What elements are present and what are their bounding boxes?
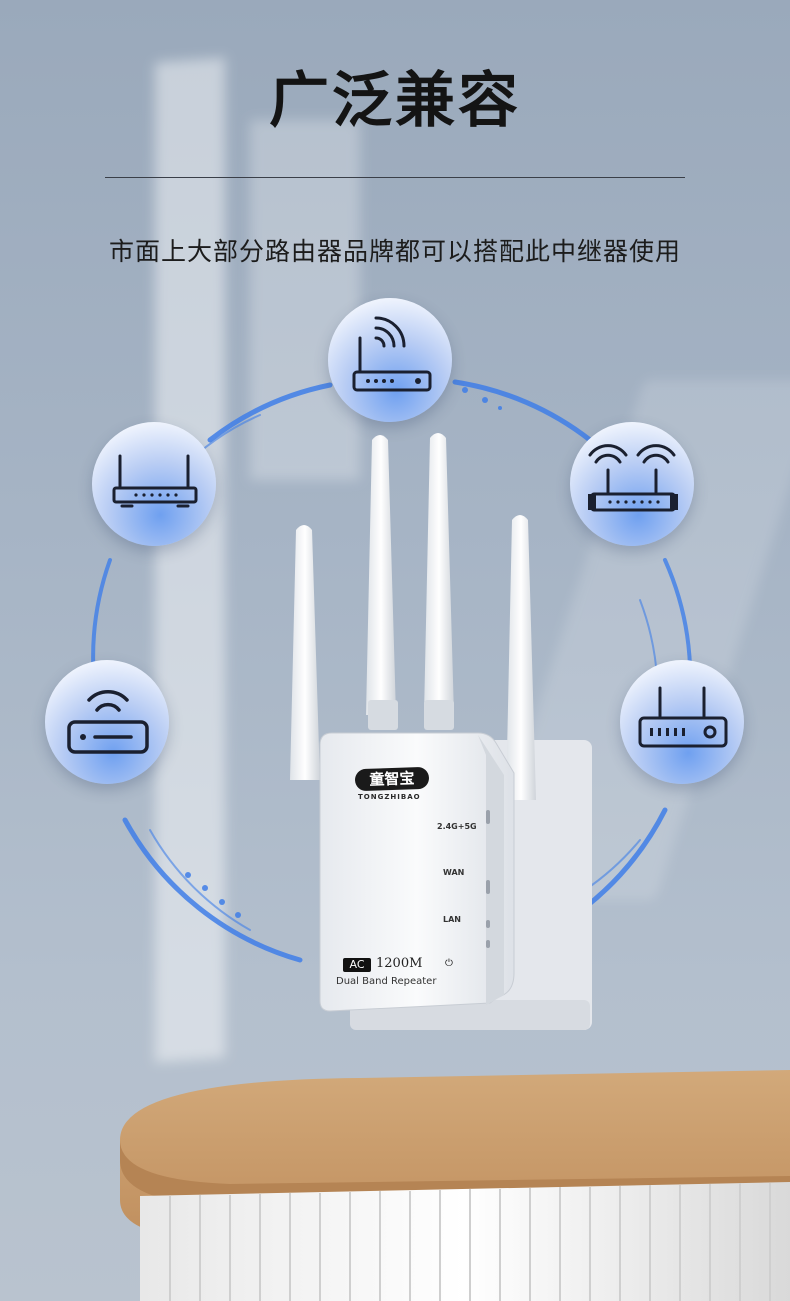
router-bubble-left-bottom [45, 660, 169, 784]
router-top-antenna-icon [352, 316, 432, 392]
window-light-mid [250, 120, 360, 480]
page-title: 广泛兼容 [269, 66, 521, 136]
model-label: 1200M [376, 956, 423, 971]
router-box-icon [638, 686, 728, 748]
indicator-wan-label: WAN [443, 868, 465, 877]
router-wifi-rounded-icon [67, 690, 149, 754]
power-icon: ⏻ [445, 958, 453, 969]
ac-badge: AC [343, 958, 371, 972]
router-bubble-right-bottom [620, 660, 744, 784]
brand-sub-label: TONGZHIBAO [358, 793, 421, 801]
router-left-antenna-icon [112, 454, 198, 508]
antennas [290, 433, 536, 800]
router-bubble-top [328, 298, 452, 422]
router-bubble-left-top [92, 422, 216, 546]
indicator-lan-label: LAN [443, 915, 461, 924]
page-subtitle: 市面上大部分路由器品牌都可以搭配此中继器使用 [108, 237, 681, 266]
title-divider [105, 177, 685, 178]
model-sub-label: Dual Band Repeater [336, 976, 437, 987]
router-bubble-right-top [570, 422, 694, 546]
indicator-band-label: 2.4G+5G [437, 822, 477, 831]
router-dual-antenna-icon [588, 444, 678, 512]
